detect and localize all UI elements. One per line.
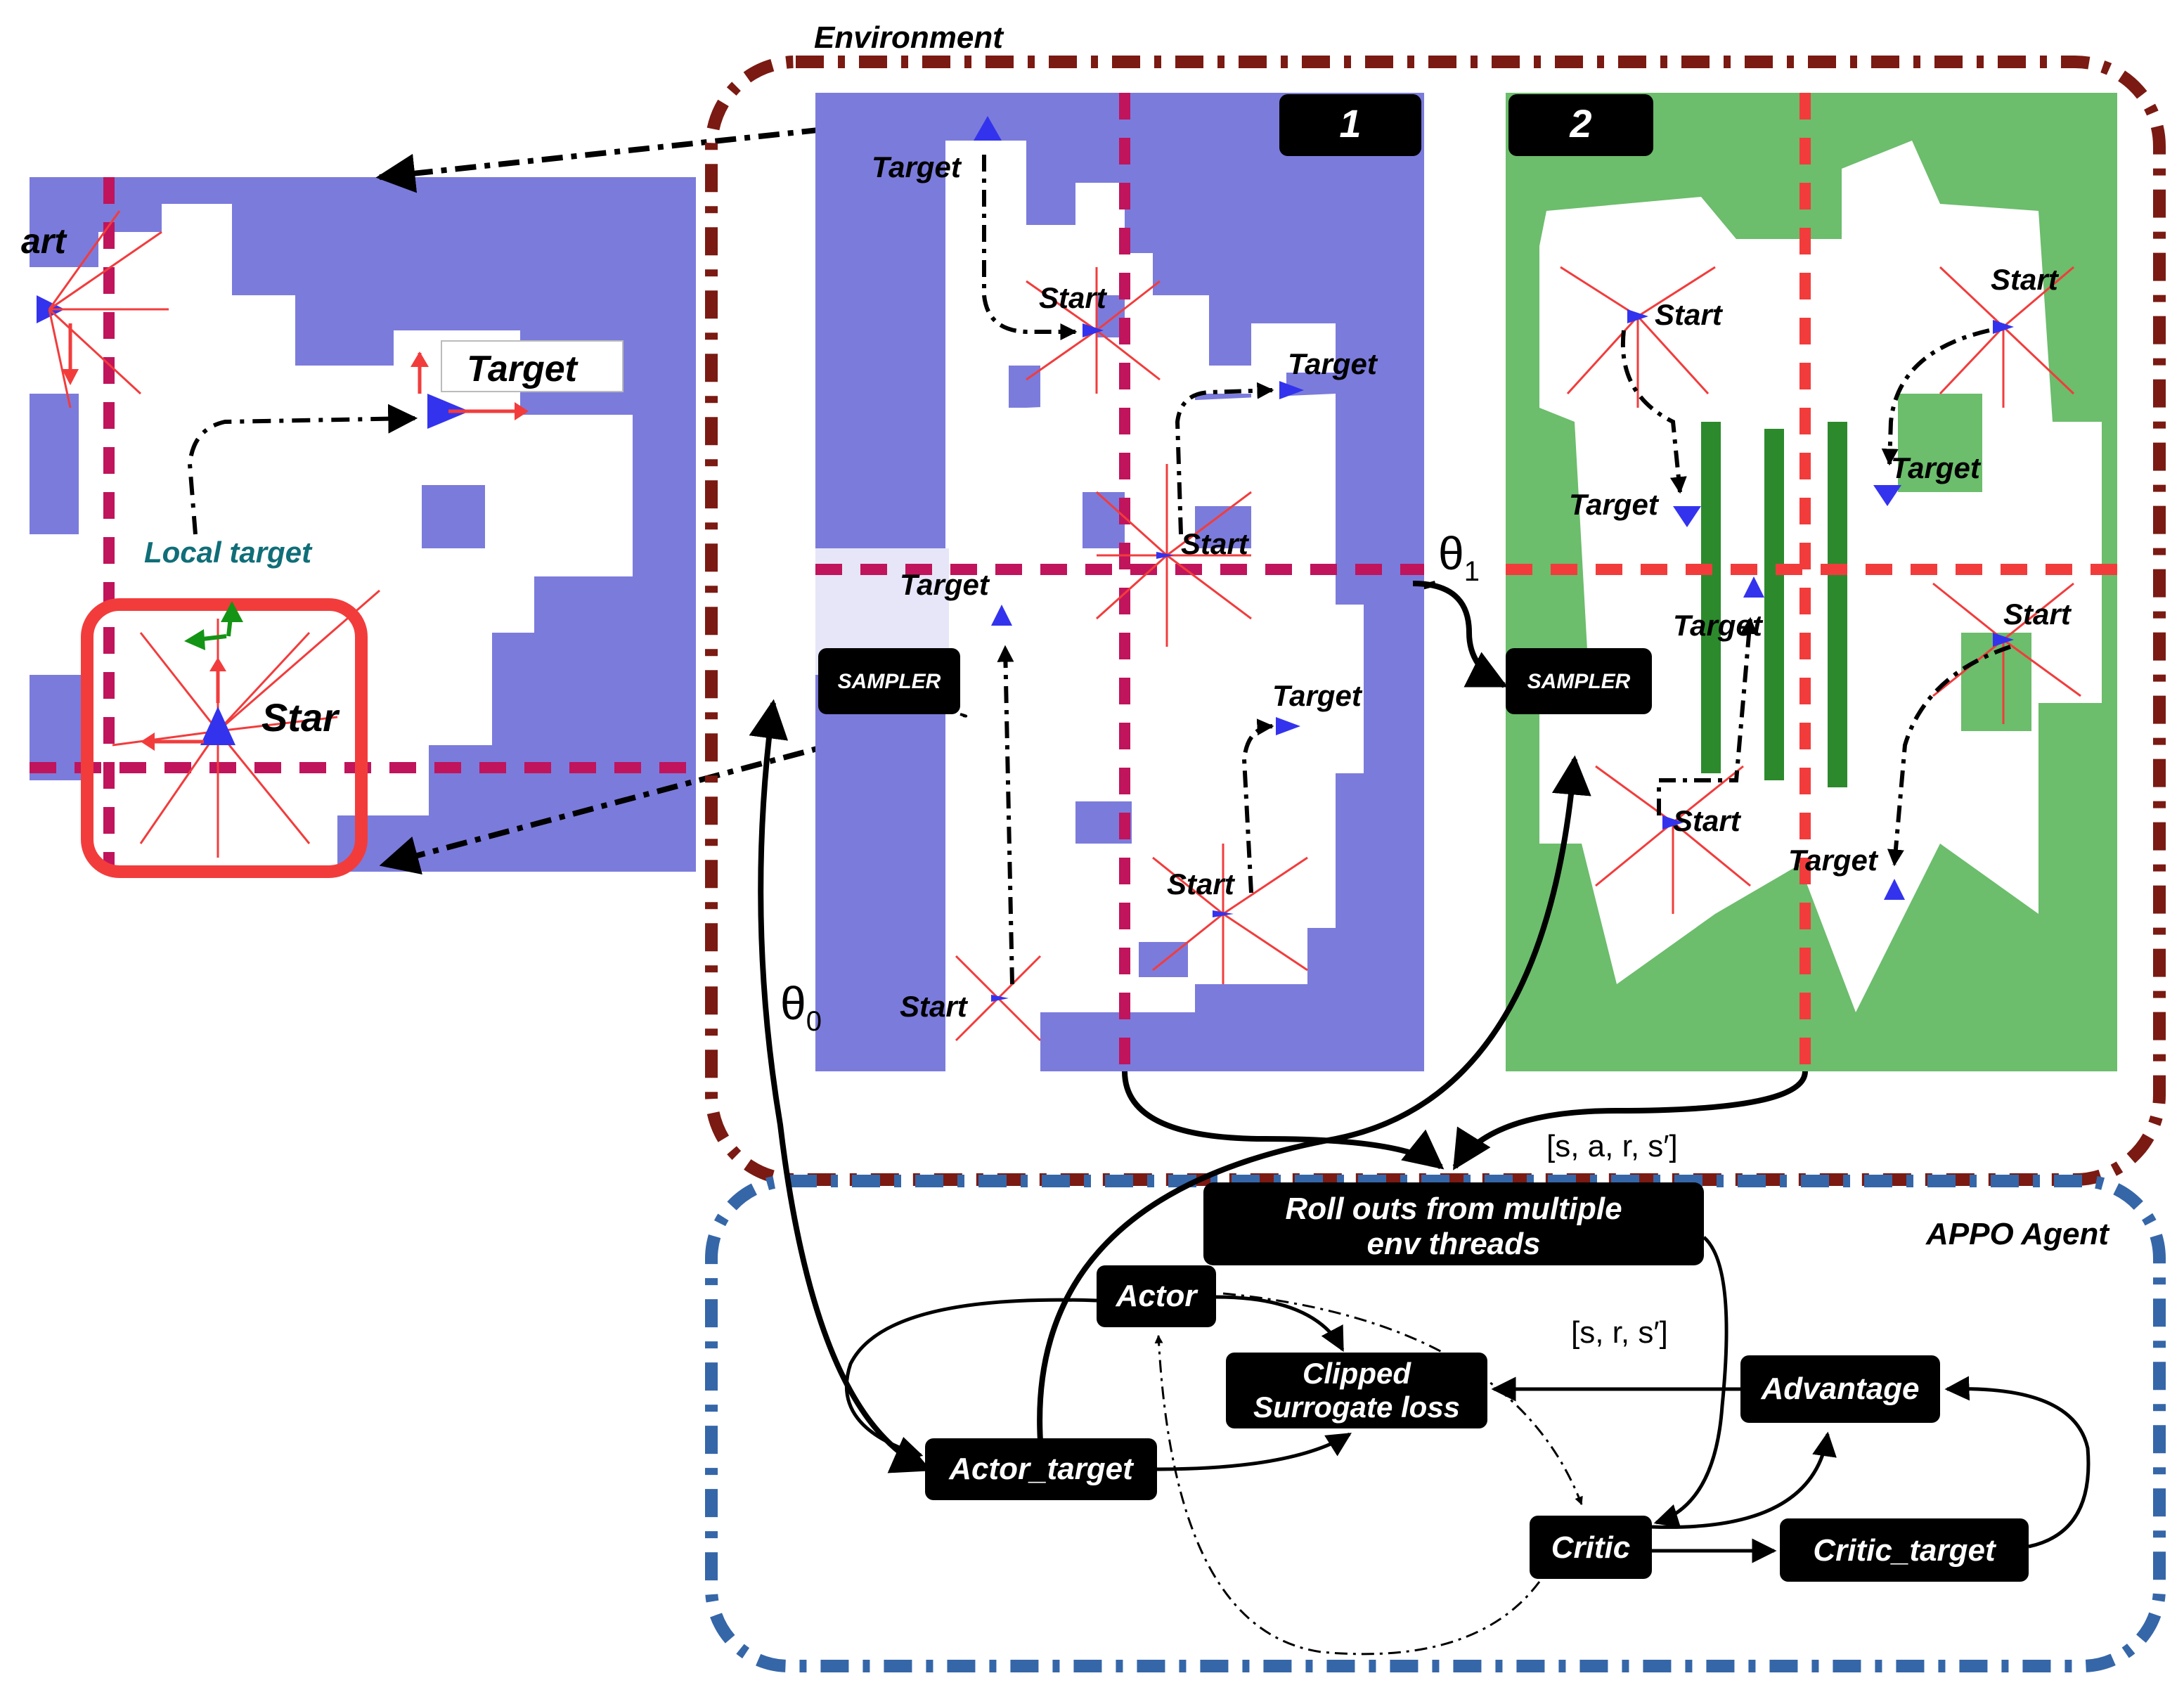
zoom-target-label: Target — [467, 349, 579, 389]
loss-line2: Surrogate loss — [1253, 1390, 1460, 1424]
local-target-label: Local target — [144, 536, 313, 569]
map2-target-ml: Target — [1569, 488, 1660, 521]
critic-target-box — [1780, 1518, 2029, 1582]
theta0-arrow — [749, 699, 932, 1473]
map2-start-bl: Start — [1673, 804, 1742, 837]
map-2-panel: 2 Start Start Target Target — [1506, 93, 2117, 1071]
rollouts-box — [1203, 1182, 1704, 1265]
map1-start-top: Start — [1039, 281, 1108, 314]
map-1-number: 1 — [1339, 101, 1361, 146]
map-2-number: 2 — [1569, 101, 1591, 146]
map1-target-mid: Target — [900, 568, 990, 601]
map2-start-tr: Start — [1991, 263, 2060, 296]
map1-target-right: Target — [1288, 347, 1378, 380]
environment-title: Environment — [814, 20, 1004, 55]
advantage-box — [1740, 1355, 1940, 1423]
loss-line1: Clipped — [1303, 1357, 1411, 1390]
environment-border — [705, 56, 2166, 1186]
map2-target-mr: Target — [1891, 451, 1982, 484]
actor-label: Actor — [1116, 1279, 1199, 1313]
critic-input-label: [s, r, s′] — [1571, 1315, 1668, 1350]
rollout-arrow-2 — [1452, 1071, 1808, 1170]
agent-dashed-arrows — [1154, 1292, 1583, 1656]
map2-start-r: Start — [2003, 598, 2072, 631]
critic-box — [1530, 1516, 1652, 1579]
zoom-projection-top — [375, 94, 1127, 193]
map1-start-mid: Start — [1181, 527, 1250, 560]
theta1-arrow — [1412, 581, 1508, 688]
map2-start-tl: Start — [1655, 298, 1724, 331]
map-1-panel: 1 Target Start Target Start — [815, 93, 1424, 1071]
sampler-1-label: SAMPLER — [838, 670, 941, 693]
zoom-start-label: Star — [261, 695, 340, 740]
actor-target-label: Actor_target — [948, 1452, 1135, 1486]
map1-target-top: Target — [872, 150, 962, 183]
advantage-label: Advantage — [1761, 1372, 1920, 1406]
transition-label: [s, a, r, s′] — [1546, 1129, 1678, 1163]
actor-target-sampler-arrow — [1037, 755, 1591, 1442]
zoomed-map-panel: Target art Local target — [21, 177, 696, 878]
rollout-arrow-1 — [1122, 1071, 1445, 1170]
map2-target-br: Target — [1788, 844, 1879, 877]
zoom-start-left-label: art — [21, 221, 67, 261]
zoom-local-window — [81, 598, 368, 878]
rollouts-line1: Roll outs from multiple — [1285, 1192, 1622, 1226]
loss-box — [1226, 1353, 1487, 1428]
actor-box — [1097, 1265, 1216, 1327]
sampler-2-label: SAMPLER — [1527, 670, 1631, 693]
map1-start-low: Start — [1167, 867, 1236, 901]
actor-target-box — [925, 1438, 1157, 1500]
agent-graph: Roll outs from multiple env threads Acto… — [925, 1182, 2029, 1582]
critic-target-label: Critic_target — [1813, 1533, 1997, 1568]
theta-1: θ1 — [1438, 527, 1480, 587]
agent-arrows — [844, 1236, 2091, 1563]
rollouts-line2: env threads — [1367, 1227, 1541, 1261]
critic-label: Critic — [1551, 1530, 1630, 1565]
sampler-1 — [818, 648, 960, 714]
sampler-2 — [1506, 648, 1652, 714]
agent-border — [705, 1175, 2166, 1672]
map1-target-low: Target — [1272, 679, 1363, 712]
agent-title: APPO Agent — [1925, 1217, 2110, 1251]
map1-start-bottom: Start — [900, 990, 969, 1023]
